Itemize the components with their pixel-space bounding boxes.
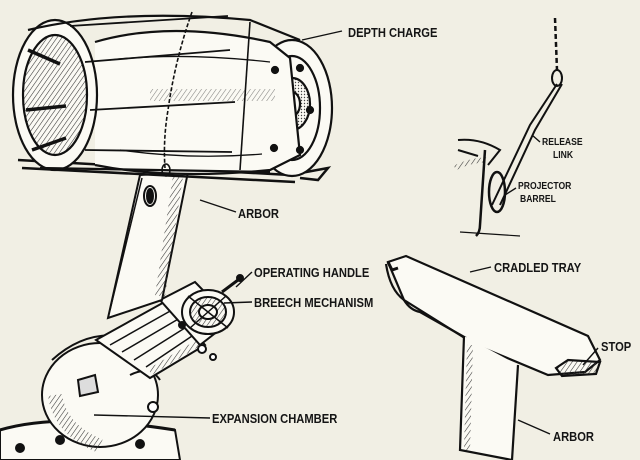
leader-release-link [531, 134, 541, 143]
leader-stop [582, 347, 599, 366]
leader-depth-charge [301, 30, 343, 41]
expansion-chamber-drawing [0, 334, 182, 460]
leader-lines [93, 30, 599, 435]
leader-arbor-right [517, 419, 551, 435]
label-projector-barrel-line2: BARREL [520, 194, 556, 205]
label-operating-handle: OPERATING HANDLE [254, 265, 370, 280]
depth-charge-drawing [11, 14, 334, 178]
label-arbor-right: ARBOR [553, 429, 594, 444]
leader-projector-barrel [504, 187, 517, 196]
label-release-link-line1: RELEASE [542, 137, 583, 148]
label-cradled-tray: CRADLED TRAY [494, 260, 582, 275]
chain-drawing [161, 11, 193, 177]
cradled-tray-drawing [384, 254, 602, 460]
leader-breech-mechanism [223, 301, 253, 304]
leader-arbor-left [199, 199, 237, 213]
breech-mechanism-drawing [158, 274, 244, 361]
release-link-detail-drawing [453, 17, 563, 237]
leader-cradled-tray [469, 266, 492, 273]
label-projector-barrel-line1: PROJECTOR [518, 181, 572, 192]
arbor-left-drawing [106, 170, 190, 320]
label-expansion-chamber: EXPANSION CHAMBER [212, 411, 338, 426]
label-stop: STOP [601, 339, 632, 354]
leader-expansion-chamber [93, 414, 211, 419]
label-depth-charge: DEPTH CHARGE [348, 25, 438, 40]
label-arbor-left: ARBOR [238, 206, 279, 221]
label-breech-mechanism: BREECH MECHANISM [254, 295, 374, 310]
leader-operating-handle [235, 271, 253, 288]
label-release-link-line2: LINK [553, 150, 574, 161]
